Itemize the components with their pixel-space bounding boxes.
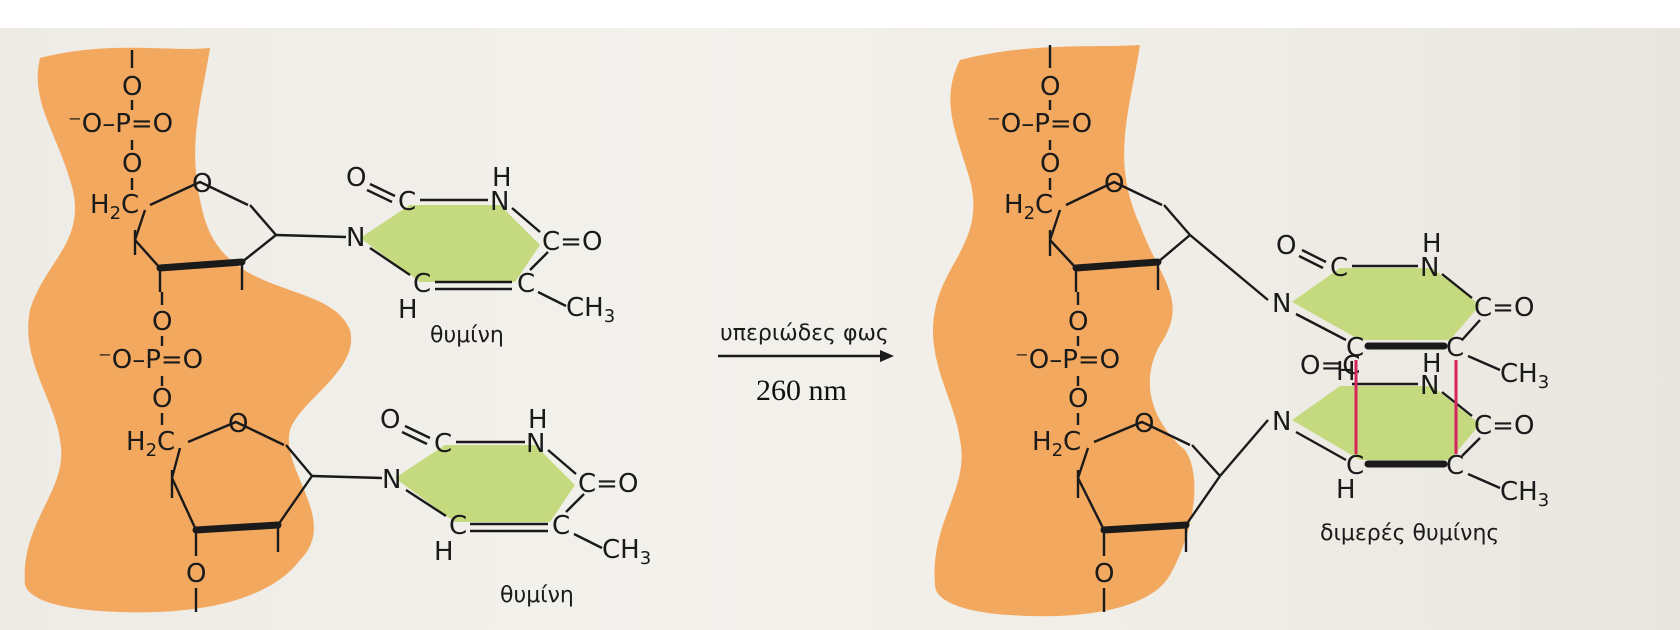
right-s1-ring-o: O <box>1104 169 1124 199</box>
right-dna-strand: O ⁻O–P=O O H2C O O ⁻O–P=O O H2 <box>932 45 1269 617</box>
left-p1-phosphate-group: ⁻O–P=O <box>68 109 173 139</box>
left-p1-o-bottom: O <box>122 149 142 179</box>
right-s2-ring-o: O <box>1134 409 1154 439</box>
thy2-c4-o: C=O <box>578 469 638 499</box>
thymine-bottom: N C O N H C=O C CH3 C H θυμίνη <box>380 405 651 608</box>
thymine-label-top: θυμίνη <box>430 323 504 348</box>
right-p1-o-top: O <box>1040 72 1060 102</box>
dimer-a-c5: C <box>1446 333 1464 363</box>
dimer-a-n1: N <box>1272 289 1291 319</box>
left-s2-h2c: H2C <box>126 427 175 461</box>
thy2-n3: N <box>526 429 545 459</box>
right-backbone-band <box>932 45 1195 617</box>
dimer-a-h6: H <box>1336 357 1356 387</box>
thy1-n3: N <box>490 187 509 217</box>
thy2-c5: C <box>552 511 570 541</box>
uv-light-label: υπεριώδες φως <box>720 321 889 346</box>
dimer-b-n3: N <box>1420 371 1439 401</box>
thy1-c4-o: C=O <box>542 227 602 257</box>
dimer-b-c6: C <box>1346 451 1364 481</box>
left-backbone-band <box>24 47 352 613</box>
thy2-h6: H <box>434 537 454 567</box>
thy2-n1: N <box>382 465 401 495</box>
right-bottom-o: O <box>1094 559 1114 589</box>
thy2-h3: H <box>528 405 548 435</box>
thy2-ch3: CH3 <box>602 535 651 569</box>
left-p2-o-top: O <box>152 307 172 337</box>
dimer-b-n1: N <box>1272 407 1291 437</box>
thy1-c6: C <box>413 269 431 299</box>
thymine-top: N C O N H C=O C CH3 C H θυμίνη <box>346 163 615 348</box>
left-p2-phosphate-group: ⁻O–P=O <box>98 345 203 375</box>
thy1-c2: C <box>398 187 416 217</box>
reaction-arrow: υπεριώδες φως 260 nm <box>718 321 894 407</box>
right-s2-h2c: H2C <box>1032 427 1081 461</box>
dimer-a-o2: O <box>1276 231 1296 261</box>
thy2-c6: C <box>449 511 467 541</box>
thymine-label-bottom: θυμίνη <box>500 583 574 608</box>
dimer-a-h3: H <box>1422 229 1442 259</box>
dimer-a-c4-o: C=O <box>1474 293 1534 323</box>
left-bottom-o: O <box>186 559 206 589</box>
right-p2-o-top: O <box>1068 307 1088 337</box>
thy2-o2: O <box>380 405 400 435</box>
left-s2-ring-o: O <box>228 409 248 439</box>
dimer-a-c2: C <box>1330 253 1348 283</box>
dimer-b-c4-o: C=O <box>1474 411 1534 441</box>
thy1-h3: H <box>492 163 512 193</box>
dimer-label: διμερές θυμίνης <box>1320 521 1499 546</box>
top-cropped-text-strip <box>0 0 1680 28</box>
dimer-a-n3: N <box>1420 253 1439 283</box>
left-dna-strand: O ⁻O–P=O O H2C O O ⁻O–P=O O <box>24 47 383 613</box>
left-p2-o-bottom: O <box>152 384 172 414</box>
dimer-a-ch3: CH3 <box>1500 359 1549 393</box>
thy1-ch3: CH3 <box>566 293 615 327</box>
right-p2-o-bottom: O <box>1068 384 1088 414</box>
right-p1-o-bottom: O <box>1040 149 1060 179</box>
right-s1-h2c: H2C <box>1004 190 1053 224</box>
thy1-h6: H <box>398 295 418 325</box>
dimer-a-c6: C <box>1346 333 1364 363</box>
thy1-n1: N <box>346 223 365 253</box>
thy1-c5: C <box>517 269 535 299</box>
thy1-o2: O <box>346 163 366 193</box>
left-p1-o-top: O <box>122 72 142 102</box>
thy2-c2: C <box>434 429 452 459</box>
dimer-b-o2-c2: O=C <box>1300 351 1360 381</box>
wavelength-label: 260 nm <box>756 374 847 407</box>
right-p1-phosphate-group: ⁻O–P=O <box>987 109 1092 139</box>
right-p2-phosphate-group: ⁻O–P=O <box>1015 345 1120 375</box>
dimer-b-ch3: CH3 <box>1500 477 1549 511</box>
dimer-b-h3: H <box>1422 349 1442 379</box>
left-s1-h2c: H2C <box>90 190 139 224</box>
dimer-b-c5: C <box>1446 451 1464 481</box>
left-s1-ring-o: O <box>192 169 212 199</box>
dimer-b-h6: H <box>1336 475 1356 505</box>
thymine-dimer: N C O N H C=O C CH3 C H N O=C N H <box>1272 229 1549 546</box>
